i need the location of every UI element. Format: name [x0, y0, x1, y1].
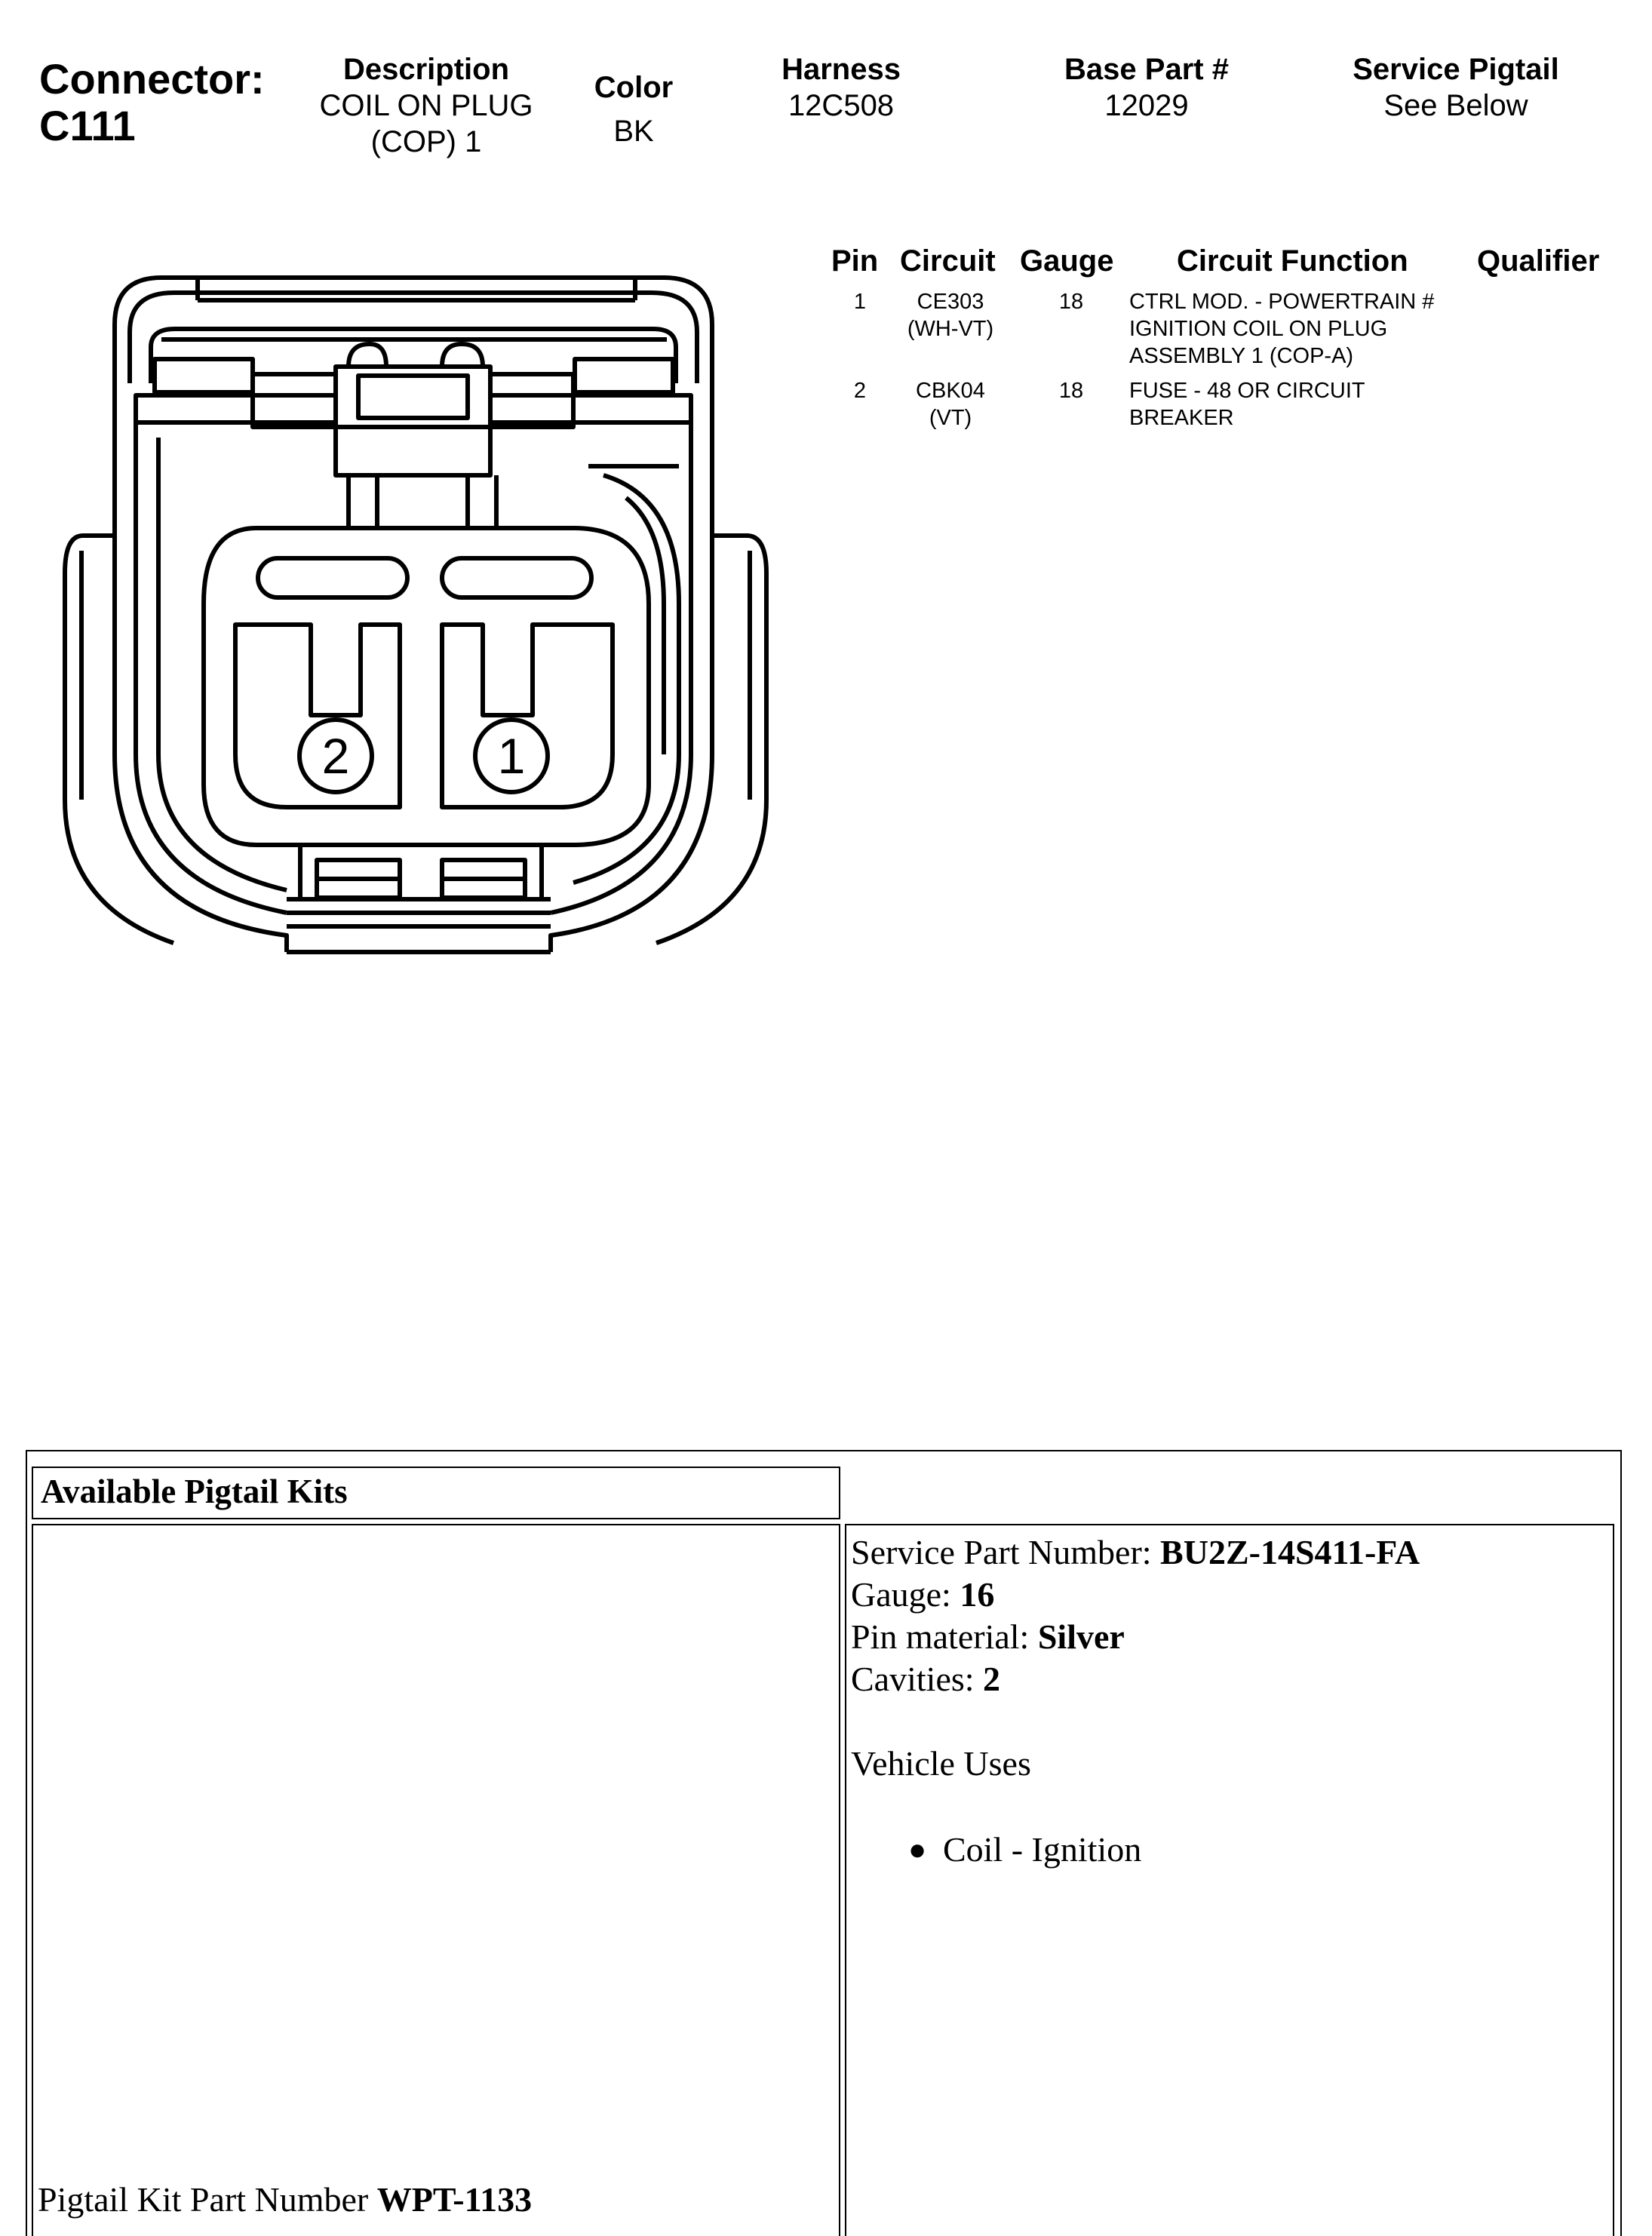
list-item: ● Coil - Ignition: [908, 1829, 1608, 1871]
circuit-color: (WH-VT): [907, 317, 994, 341]
description-value-line2: (COP) 1: [370, 125, 482, 158]
gauge-value: 16: [960, 1575, 995, 1614]
circuit-function-cell: CTRL MOD. - POWERTRAIN # IGNITION COIL O…: [1129, 288, 1476, 370]
pin-material-label: Pin material:: [851, 1617, 1038, 1656]
harness-column: Harness 12C508: [747, 51, 935, 124]
circuit-code: CE303: [917, 290, 984, 314]
gauge-label: Gauge:: [851, 1575, 960, 1614]
circuit-function-cell: FUSE - 48 OR CIRCUIT BREAKER: [1129, 377, 1476, 432]
gauge-cell: 18: [1058, 290, 1084, 314]
cavity-rib-right: [440, 556, 594, 600]
service-part-box: Service Part Number: BU2Z-14S411-FA Gaug…: [845, 1524, 1614, 2236]
harness-value: 12C508: [788, 89, 895, 122]
cavities-line: Cavities: 2: [851, 1658, 1608, 1700]
connector-id: C111: [39, 102, 136, 149]
connector-title: Connector: C111: [39, 56, 265, 149]
cavity-1: [440, 622, 615, 809]
cavity-housing: [201, 526, 651, 847]
service-part-line: Service Part Number: BU2Z-14S411-FA: [851, 1531, 1608, 1574]
pigtail-kit-part-line: Pigtail Kit Part Number WPT-1133: [38, 2179, 532, 2221]
pigtail-kit-image-box: Pigtail Kit Part Number WPT-1133: [32, 1524, 840, 2236]
cavity-2: [233, 622, 402, 809]
base-part-label: Base Part #: [1064, 53, 1229, 86]
pin-2-label: 2: [322, 728, 350, 784]
pin-number: 2: [853, 379, 867, 403]
cavities-label: Cavities:: [851, 1660, 984, 1698]
pin-material-value: Silver: [1037, 1617, 1125, 1656]
circuit-function-header: Circuit Function: [1177, 244, 1408, 278]
service-pigtail-label: Service Pigtail: [1353, 53, 1559, 86]
bottom-lock-tab: [298, 843, 544, 901]
pigtail-kit-part-label: Pigtail Kit Part Number: [38, 2180, 377, 2219]
connector-face-diagram: 2 1: [63, 275, 769, 954]
color-value: BK: [613, 115, 654, 148]
function-line: IGNITION COIL ON PLUG: [1129, 317, 1388, 341]
vehicle-use-text: Coil - Ignition: [943, 1830, 1142, 1869]
description-column: Description COIL ON PLUG (COP) 1: [302, 51, 551, 160]
circuit-color: (VT): [929, 406, 972, 430]
pin-number: 1: [853, 290, 867, 314]
pin-2-circle: [297, 717, 374, 794]
function-line: FUSE - 48 OR CIRCUIT: [1129, 379, 1365, 403]
circuit-cell: CBK04 (VT): [890, 377, 1011, 432]
circuit-header: Circuit: [900, 244, 996, 278]
connector-inner-shell-line: [127, 290, 699, 383]
gauge-header: Gauge: [1020, 244, 1114, 278]
gauge-cell: 18: [1058, 379, 1084, 403]
service-pigtail-column: Service Pigtail See Below: [1328, 51, 1584, 124]
pigtail-kits-title-box: Available Pigtail Kits: [32, 1467, 840, 1519]
pin-material-line: Pin material: Silver: [851, 1616, 1608, 1658]
color-label: Color: [594, 71, 674, 104]
base-part-column: Base Part # 12029: [1033, 51, 1260, 124]
cavities-value: 2: [983, 1660, 1001, 1698]
pin-header: Pin: [831, 244, 879, 278]
harness-label: Harness: [781, 53, 901, 86]
function-line: ASSEMBLY 1 (COP-A): [1129, 344, 1354, 368]
qualifier-header: Qualifier: [1477, 244, 1600, 278]
cavity-rib-left: [256, 556, 410, 600]
connector-body: [112, 383, 289, 952]
color-column: Color BK: [573, 69, 694, 149]
service-part-label: Service Part Number:: [851, 1533, 1161, 1571]
pin-1-label: 1: [498, 728, 526, 784]
description-label: Description: [342, 53, 510, 86]
base-part-value: 12029: [1104, 89, 1189, 122]
pigtail-kits-title: Available Pigtail Kits: [41, 1473, 348, 1510]
connector-outer-shell: [112, 275, 714, 383]
vehicle-uses-list: ● Coil - Ignition: [851, 1829, 1608, 1871]
function-line: BREAKER: [1129, 406, 1234, 430]
vehicle-uses-label: Vehicle Uses: [851, 1744, 1031, 1783]
description-value-line1: COIL ON PLUG: [319, 89, 533, 122]
service-part-value: BU2Z-14S411-FA: [1160, 1533, 1420, 1571]
gauge-line: Gauge: 16: [851, 1574, 1608, 1616]
connector-label: Connector:: [39, 55, 265, 103]
pigtail-kits-outer: [26, 1450, 1622, 2236]
circuit-code: CBK04: [916, 379, 985, 403]
pigtail-kit-part-value: WPT-1133: [376, 2180, 533, 2219]
circuit-cell: CE303 (WH-VT): [890, 288, 1011, 342]
function-line: CTRL MOD. - POWERTRAIN #: [1129, 290, 1435, 314]
bullet-icon: ●: [908, 1832, 927, 1866]
service-pigtail-value: See Below: [1383, 89, 1528, 122]
pin-1-circle: [473, 717, 550, 794]
